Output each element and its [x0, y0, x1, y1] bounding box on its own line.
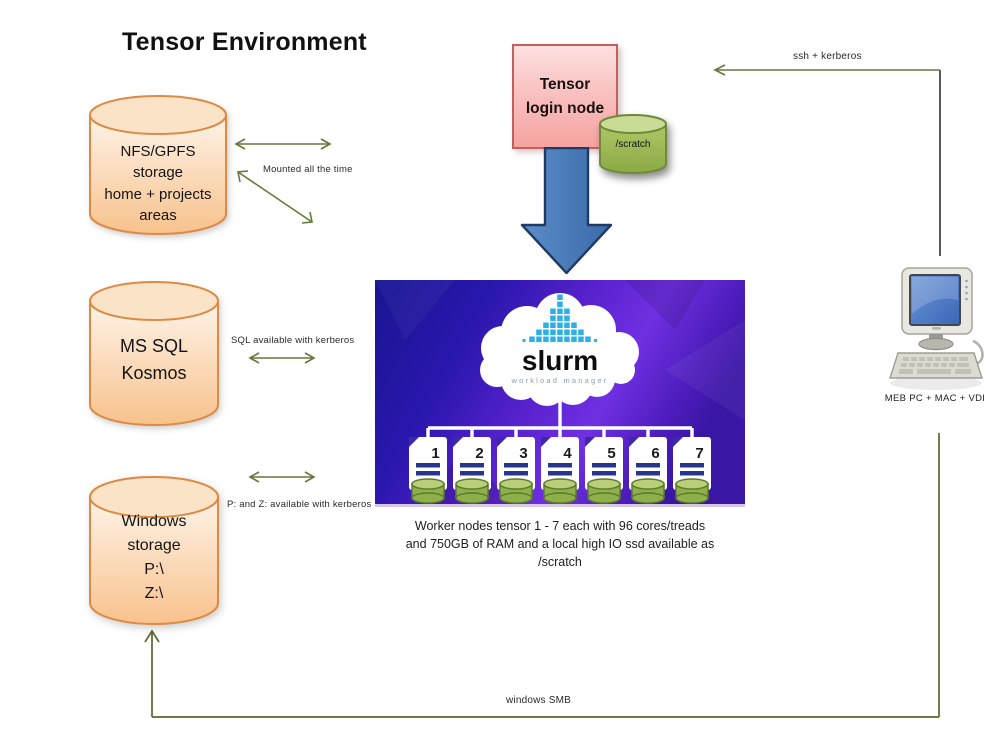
node-number: 6 — [651, 445, 659, 462]
windows-storage-label: Windows storage P:\ Z:\ — [121, 513, 187, 602]
double-arrow-icon — [248, 352, 316, 364]
sql-label: SQL available with kerberos — [231, 335, 355, 346]
double-arrow-icon — [234, 138, 332, 150]
cylinder-icon — [89, 476, 219, 625]
slurm-illustration: slurm workload manager 1 — [375, 280, 745, 507]
pz-label: P: and Z: available with kerberos — [227, 499, 372, 510]
page-title: Tensor Environment — [122, 28, 367, 56]
node-number: 2 — [475, 445, 483, 462]
scratch-label: /scratch — [615, 139, 651, 150]
nfs-storage-cylinder: NFS/GPFS storage home + projects areas — [88, 95, 228, 237]
scratch-cylinder: /scratch — [598, 114, 668, 178]
cylinder-icon — [599, 114, 667, 174]
node-number: 4 — [563, 445, 572, 462]
worker-node: 6 — [629, 437, 667, 504]
slurm-logo-icon — [522, 294, 597, 342]
mounted-label: Mounted all the time — [263, 164, 353, 175]
slurm-logo-subtext: workload manager — [511, 376, 609, 385]
client-label: MEB PC + MAC + VDI — [884, 393, 986, 404]
node-number: 5 — [607, 445, 615, 462]
nfs-storage-label: NFS/GPFS storage home + projects areas — [104, 143, 212, 224]
ssh-label: ssh + kerberos — [793, 51, 862, 62]
worker-node: 7 — [673, 437, 711, 504]
node-number: 7 — [695, 445, 703, 462]
smb-label: windows SMB — [506, 695, 571, 706]
down-arrow-icon — [520, 147, 613, 275]
worker-nodes-caption: Worker nodes tensor 1 - 7 each with 96 c… — [405, 519, 715, 569]
diagonal-double-arrow-icon — [237, 170, 313, 224]
worker-node: 5 — [585, 437, 623, 504]
cylinder-icon — [89, 281, 219, 426]
worker-node: 3 — [497, 437, 535, 504]
slurm-cloud-icon — [480, 293, 639, 406]
ssh-connector-line — [713, 64, 941, 256]
windows-storage-cylinder: Windows storage P:\ Z:\ — [88, 476, 220, 628]
cylinder-icon — [89, 95, 227, 235]
desktop-computer-icon — [889, 267, 984, 390]
mssql-cylinder: MS SQL Kosmos — [88, 281, 220, 429]
worker-node: 4 — [541, 437, 579, 504]
slurm-logo-text: slurm — [522, 345, 598, 376]
mssql-label: MS SQL Kosmos — [119, 336, 189, 383]
node-number: 1 — [431, 445, 439, 462]
double-arrow-icon — [248, 471, 316, 483]
worker-node: 1 — [409, 437, 447, 504]
worker-nodes: 1 2 3 4 — [409, 437, 711, 504]
smb-connector-line — [144, 433, 940, 718]
node-number: 3 — [519, 445, 527, 462]
worker-node: 2 — [453, 437, 491, 504]
slurm-cluster-image: slurm workload manager 1 — [375, 280, 745, 507]
